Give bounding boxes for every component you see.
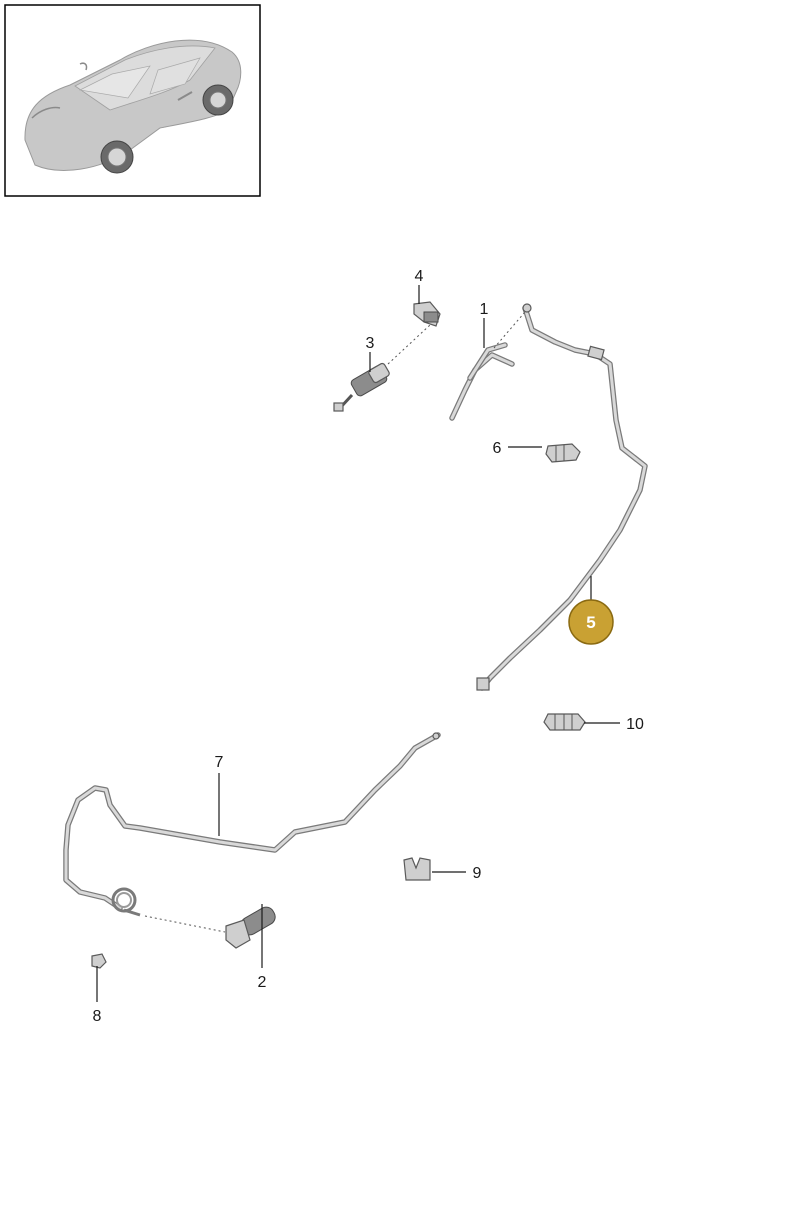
part-3-master-cylinder[interactable] [333, 324, 431, 412]
callouts: 1 2 3 4 6 7 8 9 10 [93, 268, 644, 1025]
callout-3[interactable]: 3 [366, 335, 375, 352]
callout-9[interactable]: 9 [473, 865, 482, 882]
part-8-clip[interactable] [91, 953, 107, 969]
part-2-slave-cylinder[interactable] [225, 904, 278, 949]
part-6-clip[interactable] [545, 443, 581, 463]
callout-7[interactable]: 7 [215, 754, 224, 771]
callout-10[interactable]: 10 [626, 716, 644, 733]
part-5-clutch-line[interactable] [476, 303, 648, 691]
callout-4[interactable]: 4 [415, 268, 424, 285]
callout-5-highlight[interactable]: 5 [568, 599, 614, 645]
part-1-hose[interactable] [449, 311, 526, 421]
callout-6[interactable]: 6 [493, 440, 502, 457]
part-7-rear-line[interactable] [63, 732, 441, 933]
part-9-bracket[interactable] [403, 857, 431, 881]
part-10-clip[interactable] [543, 713, 586, 731]
part-4-connector[interactable] [413, 301, 441, 327]
car-icon [24, 39, 242, 174]
callout-5: 5 [586, 613, 595, 632]
vehicle-thumbnail[interactable] [4, 4, 261, 197]
callout-2[interactable]: 2 [258, 974, 267, 991]
callout-1[interactable]: 1 [480, 301, 489, 318]
leader-lines [96, 285, 620, 1002]
callout-8[interactable]: 8 [93, 1008, 102, 1025]
